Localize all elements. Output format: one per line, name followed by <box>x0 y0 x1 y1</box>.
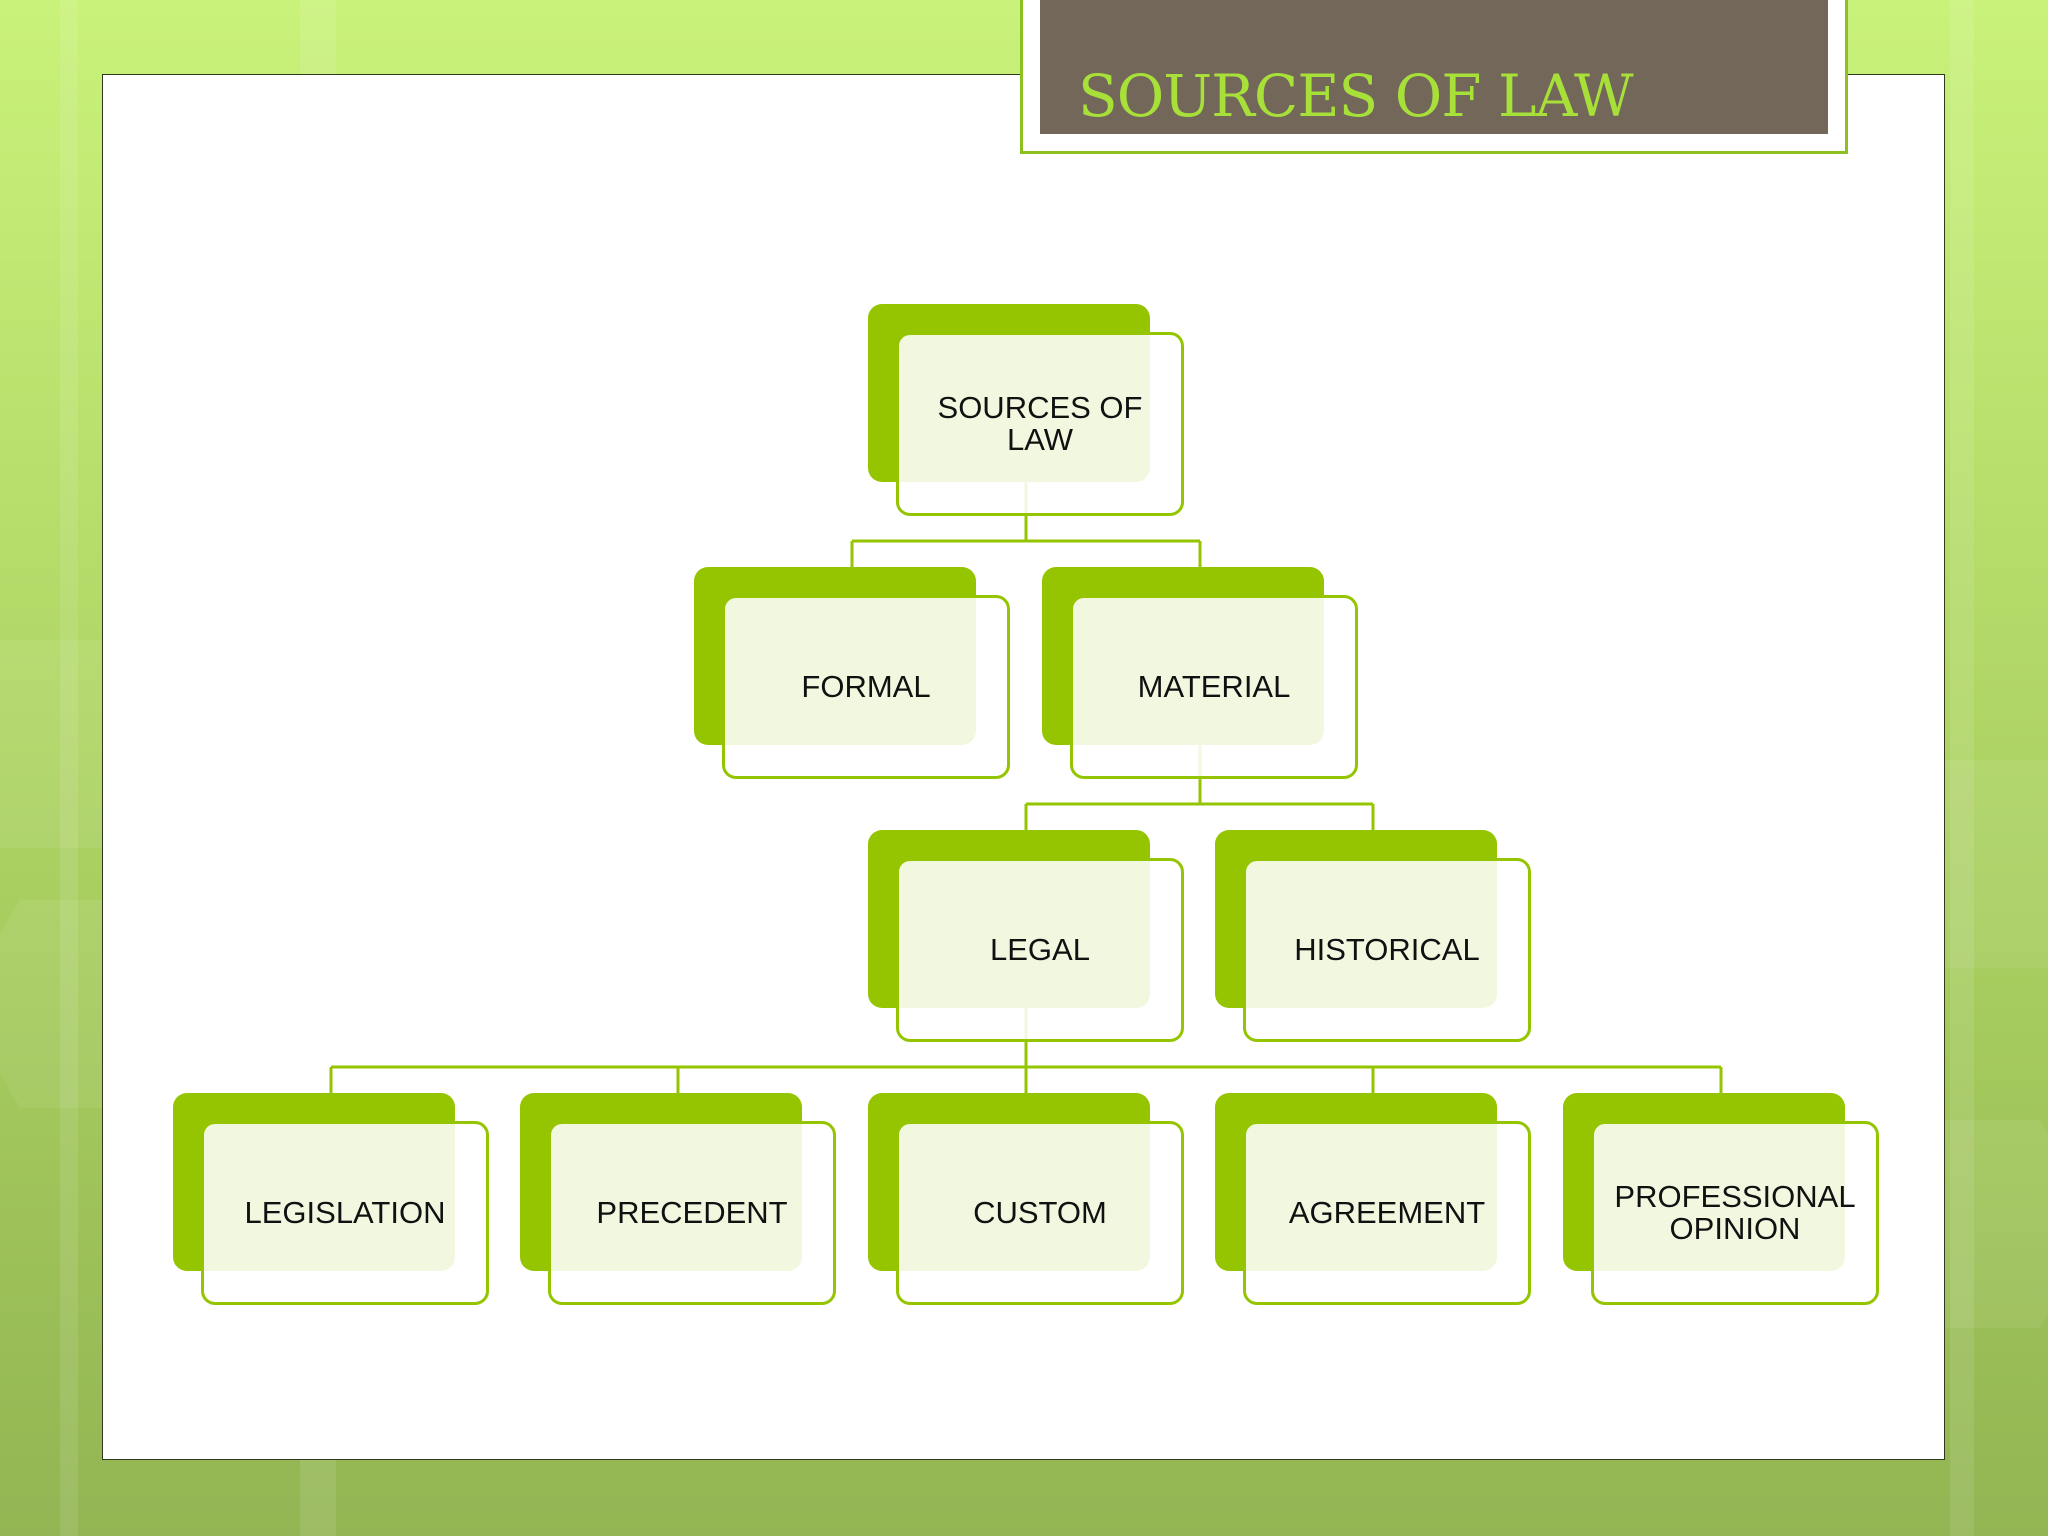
title-bar <box>1040 0 1828 134</box>
node-historical[interactable]: HISTORICAL <box>1215 830 1531 1042</box>
node-box: LEGAL <box>896 858 1184 1042</box>
background-stripe <box>1950 0 1974 1536</box>
node-label: SOURCES OF LAW <box>937 390 1143 457</box>
node-box: MATERIAL <box>1070 595 1358 779</box>
node-label: PRECEDENT <box>596 1195 788 1230</box>
node-precedent[interactable]: PRECEDENT <box>520 1093 836 1305</box>
node-root[interactable]: SOURCES OF LAW <box>868 304 1184 516</box>
node-label: LEGAL <box>990 932 1090 967</box>
node-box: PROFESSIONAL OPINION <box>1591 1121 1879 1305</box>
node-label: PROFESSIONAL OPINION <box>1614 1179 1856 1246</box>
slide-title: SOURCES OF LAW <box>1078 62 1634 130</box>
node-box: LEGISLATION <box>201 1121 489 1305</box>
background-stripe <box>60 0 78 1536</box>
node-label: HISTORICAL <box>1294 932 1480 967</box>
node-box: PRECEDENT <box>548 1121 836 1305</box>
node-legislation[interactable]: LEGISLATION <box>173 1093 489 1305</box>
node-label: LEGISLATION <box>244 1195 446 1230</box>
node-label: CUSTOM <box>973 1195 1107 1230</box>
node-custom[interactable]: CUSTOM <box>868 1093 1184 1305</box>
node-box: CUSTOM <box>896 1121 1184 1305</box>
node-legal[interactable]: LEGAL <box>868 830 1184 1042</box>
node-material[interactable]: MATERIAL <box>1042 567 1358 779</box>
node-label: AGREEMENT <box>1288 1195 1486 1230</box>
node-box: FORMAL <box>722 595 1010 779</box>
node-professional-opinion[interactable]: PROFESSIONAL OPINION <box>1563 1093 1879 1305</box>
node-box: HISTORICAL <box>1243 858 1531 1042</box>
node-box: AGREEMENT <box>1243 1121 1531 1305</box>
node-label: FORMAL <box>801 669 931 704</box>
node-label: MATERIAL <box>1137 669 1291 704</box>
node-box: SOURCES OF LAW <box>896 332 1184 516</box>
node-agreement[interactable]: AGREEMENT <box>1215 1093 1531 1305</box>
node-formal[interactable]: FORMAL <box>694 567 1010 779</box>
